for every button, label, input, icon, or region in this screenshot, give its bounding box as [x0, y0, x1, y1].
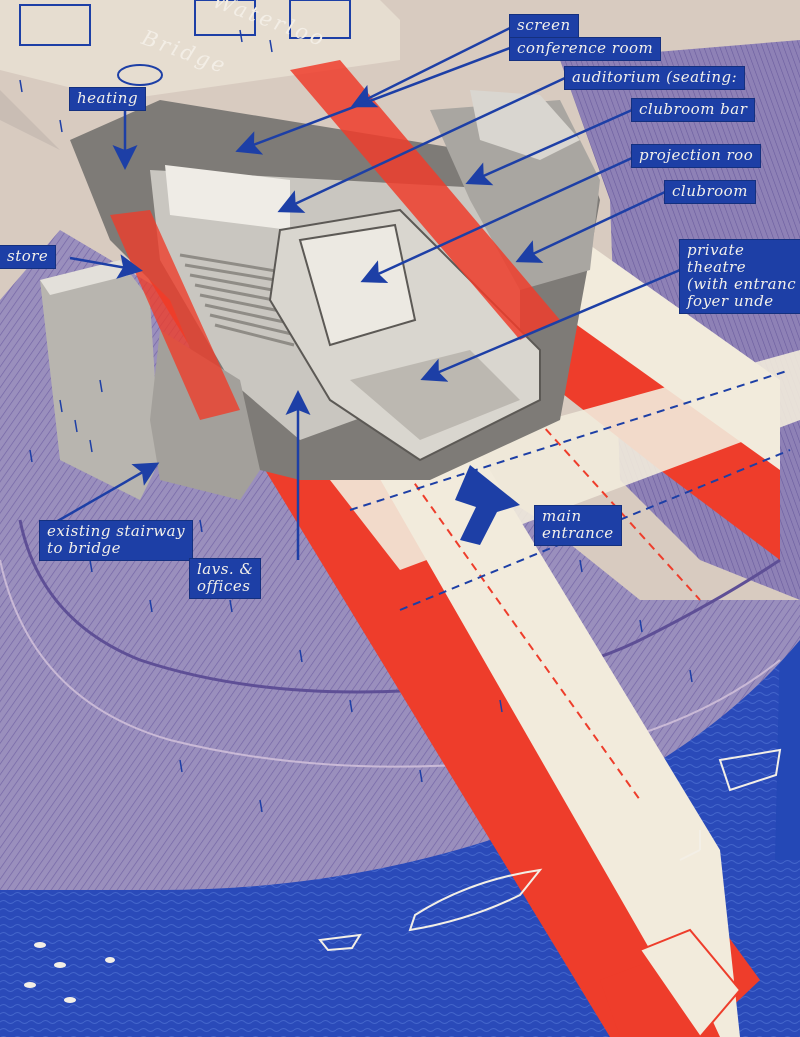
car: [117, 64, 163, 86]
label-screen: screen: [510, 15, 578, 37]
river-boats: [318, 748, 782, 952]
entrance-arrow-icon: [455, 465, 520, 545]
label-private-theatre: private theatre (with entranc foyer unde: [680, 240, 800, 313]
label-clubroom-bar: clubroom bar: [632, 99, 755, 121]
river-edge-right: [775, 615, 800, 860]
label-conference-room: conference room: [510, 38, 661, 60]
terrace-highlight: [0, 559, 781, 768]
label-auditorium: auditorium (seating:: [565, 67, 745, 89]
red-inner-wall: [290, 60, 560, 340]
bridge-parapet: [0, 90, 80, 160]
label-existing-stairway: existing stairway to bridge: [40, 521, 193, 560]
label-clubroom: clubroom: [665, 181, 755, 203]
store-top: [40, 260, 130, 295]
screen-wall: [165, 165, 290, 230]
crowd-figures: [19, 29, 693, 813]
pier-top: [638, 928, 742, 1037]
leader-arrows: [41, 26, 681, 560]
cream-cross-walk: [330, 350, 800, 570]
bus-right: [289, 0, 351, 39]
dashed-line-1: [219, 209, 641, 801]
conference-room-box: [298, 223, 417, 347]
private-theatre-box: [350, 350, 520, 440]
bus-mid: [194, 0, 256, 36]
label-store: store: [0, 246, 56, 268]
dashed-line-3: [349, 369, 791, 511]
label-main-entrance: main entrance: [535, 506, 621, 545]
clubroom-bar-top: [470, 90, 580, 160]
bridge-deck: [0, 0, 400, 100]
label-lavs-offices: lavs. & offices: [190, 559, 261, 598]
label-heating: heating: [70, 88, 146, 110]
label-projection-room: projection roo: [632, 145, 761, 167]
bus-left: [19, 4, 91, 46]
river-swans: [24, 942, 115, 1003]
